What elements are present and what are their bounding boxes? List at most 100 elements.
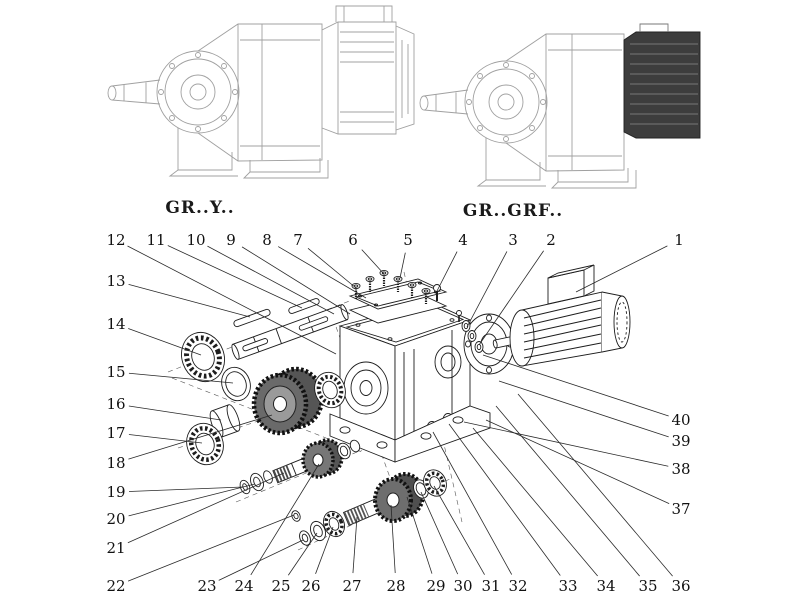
callout-leader-line bbox=[420, 491, 459, 575]
callout-leader-line bbox=[517, 393, 673, 577]
callout-leader-line bbox=[463, 421, 669, 467]
intermediate-pinion-assembly bbox=[239, 438, 361, 522]
callout-leader-line bbox=[218, 539, 304, 581]
callout-leader-line bbox=[448, 423, 561, 576]
callout-leader-line bbox=[278, 246, 367, 299]
callout-number: 9 bbox=[226, 231, 236, 249]
small-gear bbox=[301, 438, 344, 479]
callout-leader-line bbox=[127, 245, 337, 355]
gearbox-housing bbox=[329, 301, 491, 463]
callout-number: 38 bbox=[671, 460, 690, 478]
callout-number: 22 bbox=[106, 577, 125, 595]
breather-plug bbox=[433, 284, 441, 301]
callout-leader-line bbox=[241, 246, 351, 315]
callout-number: 27 bbox=[342, 577, 361, 595]
callout-number: 32 bbox=[508, 577, 527, 595]
callout-number: 30 bbox=[453, 577, 472, 595]
callout-number: 16 bbox=[106, 395, 125, 413]
view-label-gr-y: GR..Y.. bbox=[165, 198, 234, 218]
motor-terminal-box bbox=[547, 264, 595, 305]
callout-leader-line bbox=[167, 245, 303, 309]
callout-number: 18 bbox=[106, 454, 125, 472]
callout-number: 39 bbox=[671, 432, 690, 450]
mounting-foot bbox=[394, 405, 491, 463]
callout-leader-line bbox=[472, 427, 598, 577]
callout-leader-line bbox=[485, 419, 670, 504]
callout-leader-line bbox=[436, 251, 458, 292]
callout-number: 15 bbox=[106, 363, 125, 381]
flange-washers bbox=[456, 310, 484, 353]
callout-leader-line bbox=[399, 252, 406, 279]
shaft-key bbox=[288, 298, 320, 314]
callout-leader-line bbox=[128, 434, 203, 444]
gr-y-assembled-drawing bbox=[107, 5, 415, 179]
callout-number: 21 bbox=[106, 539, 125, 557]
view-label-gr-grf: GR..GRF.. bbox=[463, 201, 563, 221]
shaft-key bbox=[233, 308, 271, 328]
callout-number: 23 bbox=[197, 577, 216, 595]
input-shaft bbox=[231, 304, 349, 360]
callout-number: 6 bbox=[348, 231, 358, 249]
large-gear bbox=[251, 366, 325, 436]
callout-leader-line bbox=[128, 283, 251, 318]
grf-dark-fin-block bbox=[623, 23, 701, 139]
callout-number: 4 bbox=[458, 231, 468, 249]
motor bbox=[492, 264, 631, 367]
callout-leader-line bbox=[128, 372, 234, 384]
callout-leader-line bbox=[127, 472, 285, 544]
callout-number: 2 bbox=[546, 231, 556, 249]
callout-leader-line bbox=[432, 431, 513, 575]
callout-number: 37 bbox=[671, 500, 690, 518]
callout-leader-line bbox=[406, 496, 433, 574]
callout-leader-line bbox=[128, 405, 222, 421]
callout-number: 31 bbox=[481, 577, 500, 595]
output-shaft-assembly bbox=[299, 469, 447, 546]
callout-number: 8 bbox=[262, 231, 272, 249]
callout-number: 25 bbox=[271, 577, 290, 595]
callout-leader-line bbox=[128, 486, 244, 492]
callout-number: 14 bbox=[106, 315, 125, 333]
callout-number: 13 bbox=[106, 272, 125, 290]
callout-leader-line bbox=[478, 250, 544, 346]
callout-leader-line bbox=[361, 249, 385, 275]
callout-number: 24 bbox=[234, 577, 253, 595]
callout-number: 28 bbox=[386, 577, 405, 595]
callout-leader-line bbox=[390, 504, 396, 574]
callout-number: 36 bbox=[671, 577, 690, 595]
callout-number: 3 bbox=[508, 231, 518, 249]
callout-number: 40 bbox=[671, 411, 690, 429]
callout-number: 7 bbox=[293, 231, 303, 249]
gr-grf-assembled-drawing bbox=[419, 23, 701, 189]
ball-bearing bbox=[423, 469, 447, 497]
callout-leader-line bbox=[128, 483, 256, 517]
exploded-view-drawing bbox=[167, 264, 631, 551]
callout-leader-line bbox=[128, 328, 202, 356]
callout-leader-line bbox=[352, 516, 358, 574]
callout-leader-line bbox=[315, 526, 334, 574]
callout-leader-line bbox=[128, 414, 273, 460]
ball-bearing bbox=[181, 331, 225, 383]
ball-bearing bbox=[323, 510, 345, 538]
callout-number: 17 bbox=[106, 424, 125, 442]
callout-leader-line bbox=[127, 514, 295, 582]
inspection-cover bbox=[348, 278, 448, 324]
callout-number: 5 bbox=[403, 231, 413, 249]
callout-number: 26 bbox=[301, 577, 320, 595]
callout-number: 29 bbox=[426, 577, 445, 595]
callout-leader-line bbox=[207, 245, 335, 315]
callout-leader-line bbox=[498, 380, 669, 438]
callout-leader-line bbox=[307, 247, 357, 289]
callout-number: 20 bbox=[106, 510, 125, 528]
callout-number: 12 bbox=[106, 231, 125, 249]
callout-number: 33 bbox=[558, 577, 577, 595]
callout-number: 10 bbox=[186, 231, 205, 249]
callout-leader-line bbox=[250, 463, 320, 576]
callout-leader-line bbox=[466, 251, 508, 328]
callout-leader-line bbox=[495, 405, 640, 577]
ball-bearing bbox=[186, 422, 224, 466]
cover-bolts bbox=[351, 269, 441, 304]
callout-leader-line bbox=[433, 485, 485, 575]
